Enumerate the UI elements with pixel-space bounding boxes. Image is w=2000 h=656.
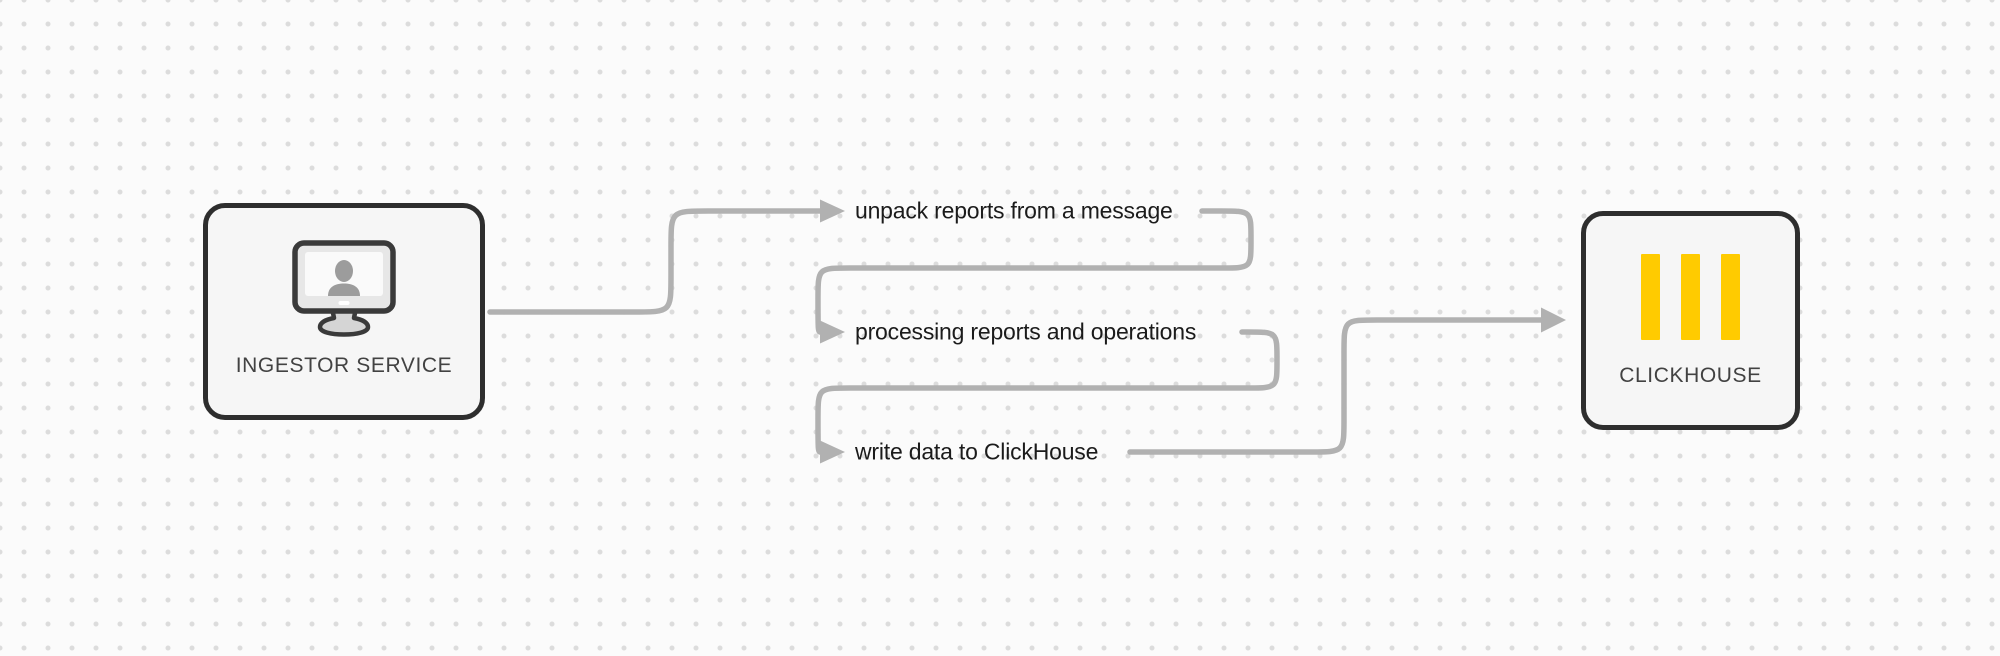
connector-step2-to-step3 [815,329,1280,455]
connector-step1-to-step2 [815,208,1254,335]
monitor-user-icon [292,240,396,343]
arrowhead-step1-icon [820,199,845,223]
connector-step3-to-clickhouse [1127,317,1545,455]
node-clickhouse: CLICKHOUSE [1581,211,1800,430]
arrowhead-clickhouse-icon [1541,307,1566,333]
clickhouse-logo-bar [1721,254,1740,340]
arrowhead-step2-icon [820,320,845,344]
step-label-write-data: write data to ClickHouse [855,438,1099,465]
clickhouse-logo-bar [1641,254,1660,340]
step-label-unpack-reports: unpack reports from a message [855,197,1173,224]
node-ingestor-service: INGESTOR SERVICE [203,203,485,420]
step-label-processing-reports: processing reports and operations [855,318,1197,345]
arrowhead-step3-icon [820,440,845,464]
connector-ingestor-to-step1 [487,208,824,315]
ingestor-service-label: INGESTOR SERVICE [235,354,453,377]
clickhouse-logo-icon [1641,254,1740,340]
clickhouse-logo-bar [1681,254,1700,340]
clickhouse-label: CLICKHOUSE [1619,364,1762,387]
